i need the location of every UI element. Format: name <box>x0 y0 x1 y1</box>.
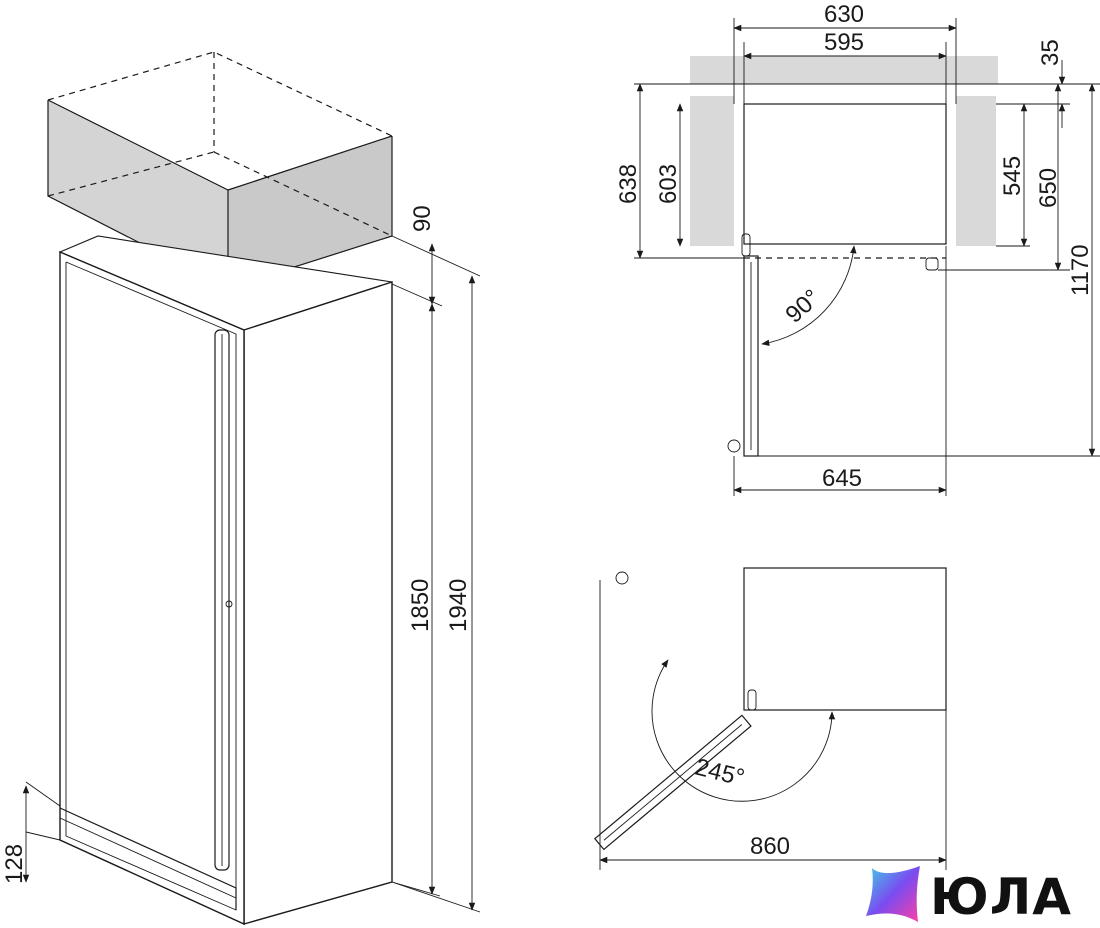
dim-plinth-height: 128 <box>1 844 28 884</box>
dim-depth-open: 1170 <box>1067 244 1094 296</box>
dim-width-open-245: 860 <box>750 833 790 860</box>
plan-view-245 <box>593 567 947 851</box>
dim-niche-top-height: 90 <box>409 205 436 232</box>
dim-depth-inner: 603 <box>655 164 682 204</box>
yula-logo-icon <box>866 866 920 922</box>
dim-door-angle-245: 245° <box>692 754 747 792</box>
dim-depth-545: 545 <box>999 156 1026 196</box>
dim-door-angle-90: 90° <box>780 284 825 328</box>
dim-top-gap: 35 <box>1037 39 1064 66</box>
dim-depth-outer: 638 <box>615 164 642 204</box>
plan-view-90 <box>690 56 998 457</box>
dim-niche-width-inner: 595 <box>824 29 864 56</box>
dim-total-height: 1940 <box>445 579 472 632</box>
right-wall <box>956 96 996 246</box>
dim-width-open-90: 645 <box>822 465 862 492</box>
dim-niche-width-outer: 630 <box>824 1 864 28</box>
dim-depth-650: 650 <box>1035 168 1062 208</box>
fridge-3d-view <box>47 51 393 926</box>
top-wall <box>690 56 998 84</box>
yula-logo-text: ЮЛА <box>930 868 1072 926</box>
left-wall <box>690 96 734 246</box>
dim-appliance-height: 1850 <box>407 579 434 632</box>
yula-logo: ЮЛА <box>866 866 1072 926</box>
niche-box <box>47 51 393 289</box>
